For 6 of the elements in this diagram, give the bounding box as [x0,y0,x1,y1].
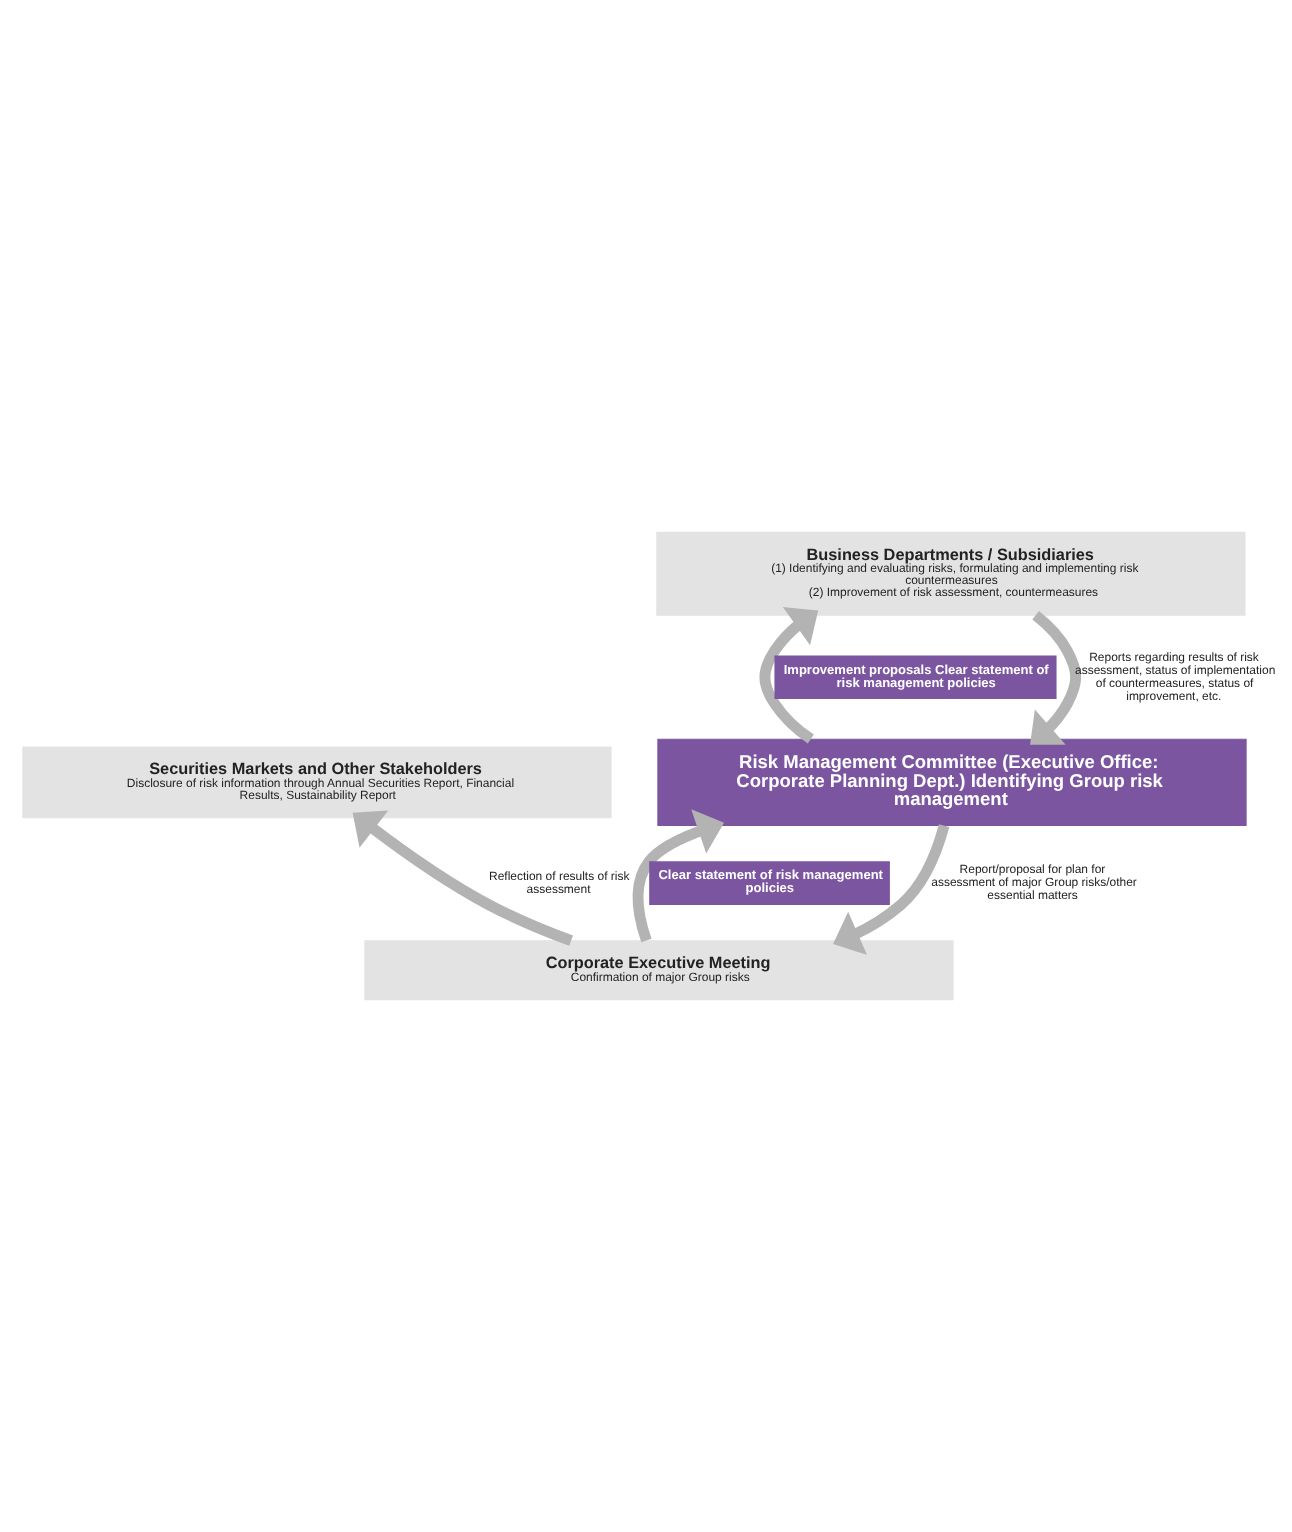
arrow [351,810,573,946]
arrow [832,824,949,955]
arrow [1029,611,1081,745]
node-box: Risk Management Committee (Executive Office: Corporate Planning Dept.) Identifying Group risk management [656,738,1246,826]
arrow [758,607,818,744]
arrow [631,809,724,943]
